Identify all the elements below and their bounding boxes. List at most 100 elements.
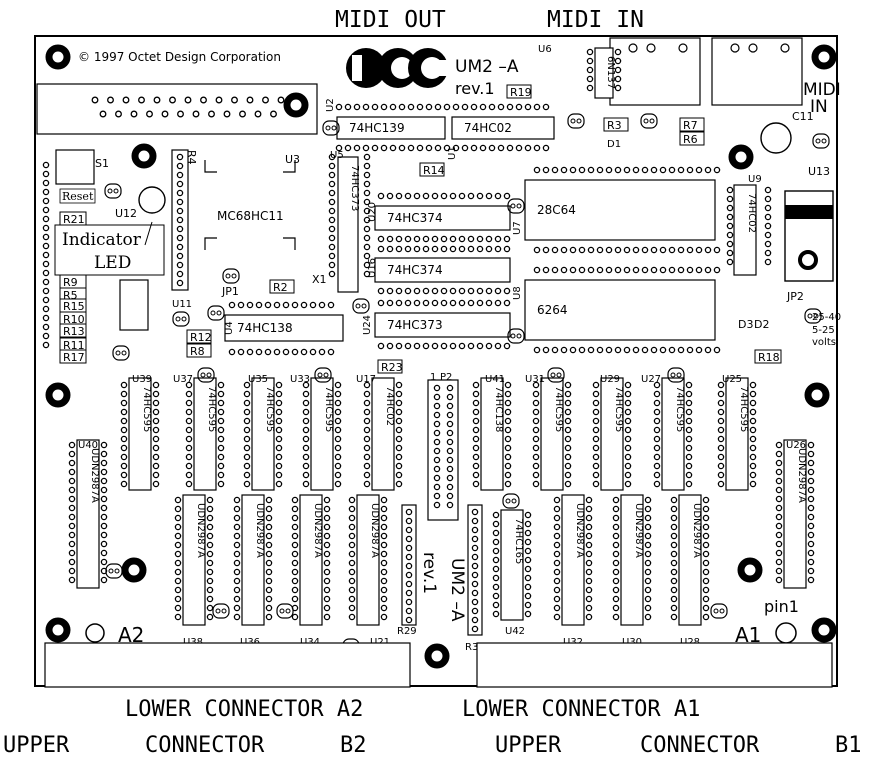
resistor-label: R2	[273, 281, 288, 294]
pad	[564, 444, 572, 452]
pad	[564, 426, 572, 434]
pad	[431, 245, 439, 253]
pad	[174, 496, 182, 504]
jumper-pad	[115, 350, 121, 356]
pad	[749, 426, 757, 434]
pad	[533, 144, 541, 152]
cpu-socket-outline	[204, 160, 296, 250]
pad	[670, 505, 678, 513]
jumper-pad	[511, 498, 517, 504]
pad	[217, 462, 225, 470]
jumper	[547, 367, 565, 383]
pad	[564, 435, 572, 443]
pad	[775, 459, 783, 467]
board-revision: rev.1	[455, 79, 495, 98]
pad	[265, 514, 273, 522]
pad	[68, 549, 76, 557]
pad	[185, 399, 193, 407]
db-pin	[208, 110, 215, 118]
db-pin	[277, 96, 285, 104]
chip-label: 74HC373	[387, 318, 443, 332]
pad	[592, 426, 600, 434]
component-label: U9	[748, 174, 762, 185]
midi-out-label: MIDI OUT	[335, 7, 446, 33]
pad	[68, 477, 76, 485]
ic-6264	[524, 279, 716, 341]
pad	[585, 550, 593, 558]
pad	[42, 161, 50, 169]
pad	[553, 595, 561, 603]
db-pin	[91, 96, 99, 104]
pad	[185, 435, 193, 443]
pad	[564, 471, 572, 479]
reset-label-box	[59, 188, 96, 204]
jumper	[197, 367, 215, 383]
component-label: JP1	[221, 285, 239, 298]
pad	[578, 266, 586, 274]
board-revision-vertical: rev.1	[419, 552, 439, 594]
voltage-regulator	[784, 190, 834, 282]
pad	[713, 246, 721, 254]
pad	[265, 505, 273, 513]
pad	[472, 462, 480, 470]
pad	[405, 526, 413, 534]
pad	[585, 505, 593, 513]
pad	[323, 505, 331, 513]
pad	[433, 483, 441, 491]
jumper-pad	[285, 608, 291, 614]
pad	[704, 266, 712, 274]
db-pin	[246, 96, 254, 104]
pad	[677, 166, 685, 174]
pad	[614, 66, 622, 74]
pad	[592, 390, 600, 398]
chip-label: UDN2987A	[691, 503, 702, 558]
pad	[504, 390, 512, 398]
db-pin	[130, 110, 138, 118]
pad	[152, 444, 160, 452]
pad	[264, 348, 272, 356]
pad	[363, 480, 371, 488]
pad	[644, 532, 652, 540]
pad	[348, 559, 356, 567]
pad	[524, 592, 532, 600]
pad	[764, 186, 772, 194]
resistor-label: R12	[190, 331, 212, 344]
pad	[592, 444, 600, 452]
pad	[564, 480, 572, 488]
pad	[472, 444, 480, 452]
pad	[174, 613, 182, 621]
pad	[449, 245, 457, 253]
pad	[504, 444, 512, 452]
pad	[702, 613, 710, 621]
pad	[405, 589, 413, 597]
pad	[380, 144, 388, 152]
pad	[206, 496, 214, 504]
pad	[152, 435, 160, 443]
pad	[275, 390, 283, 398]
pad	[334, 408, 342, 416]
pad	[334, 417, 342, 425]
pad	[255, 348, 263, 356]
pad	[265, 559, 273, 567]
pad	[446, 402, 454, 410]
pad	[174, 505, 182, 513]
pad	[363, 261, 371, 269]
resistor-pack-r4	[171, 149, 189, 291]
pad	[152, 390, 160, 398]
pad	[717, 453, 725, 461]
pad	[176, 225, 184, 233]
pad	[471, 535, 479, 543]
indicator-callout-box	[54, 224, 165, 276]
pad	[335, 103, 343, 111]
ic-74hc165	[500, 509, 524, 621]
jumper-pad	[113, 188, 119, 194]
pad	[807, 522, 815, 530]
jumper	[172, 311, 190, 327]
pad	[327, 348, 335, 356]
pad	[677, 266, 685, 274]
db-pin	[200, 96, 207, 104]
pad	[641, 246, 649, 254]
pad	[302, 417, 310, 425]
pad	[612, 559, 620, 567]
pad	[206, 568, 214, 576]
